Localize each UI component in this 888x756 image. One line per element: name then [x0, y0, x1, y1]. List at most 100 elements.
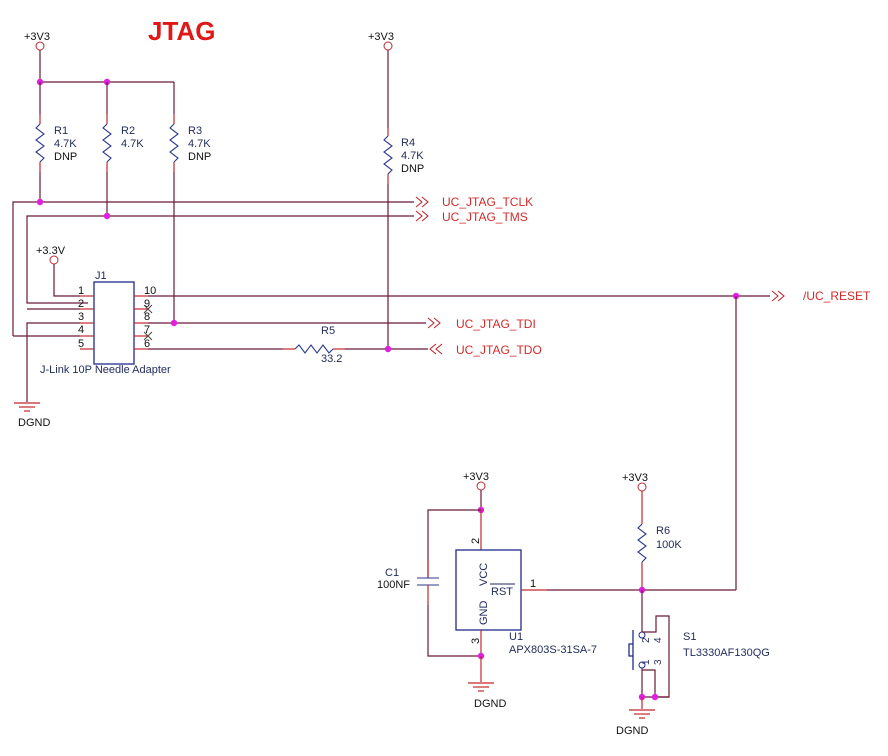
ic-u1: 2 VCC GND RST 1 3 U1 APX803S-31SA-7	[455, 538, 597, 656]
c1-value: 100NF	[377, 579, 410, 591]
switch-s1: 2 4 1 3 S1 TL3330AF130QG	[628, 615, 770, 701]
resistor-r5: R5 33.2	[294, 325, 342, 365]
net-arrow-icon	[771, 290, 779, 302]
u1-ref: U1	[509, 631, 523, 643]
net-reset: /UC_RESET	[148, 289, 871, 303]
no-connect-icon	[143, 304, 153, 314]
u1-part: APX803S-31SA-7	[509, 644, 597, 656]
net-label-tdo: UC_JTAG_TDO	[456, 343, 542, 357]
r4-note: DNP	[401, 163, 424, 175]
power-label: +3V3	[24, 31, 50, 43]
j1-pin-5: 5	[78, 338, 84, 350]
net-arrow-icon	[777, 290, 785, 302]
net-tms: UC_JTAG_TMS	[26, 210, 528, 304]
net-arrow-icon	[415, 196, 423, 208]
s1-pin-2: 2	[641, 637, 652, 643]
power-port-3v3-u1: +3V3	[463, 471, 489, 491]
r2-value: 4.7K	[121, 138, 144, 150]
u1-pin-vcc-label: VCC	[478, 563, 490, 586]
net-label-tms: UC_JTAG_TMS	[442, 210, 528, 224]
net-arrow-icon	[415, 210, 423, 222]
u1-pin-gnd-label: GND	[478, 601, 490, 626]
power-port-3v3-left: +3V3	[24, 31, 50, 51]
j1-ref: J1	[95, 270, 107, 282]
s1-pin-3: 3	[653, 659, 664, 665]
j1-pin-7: 7	[144, 324, 150, 336]
u1-pin-rst-number: 1	[530, 578, 536, 590]
junction-dot	[384, 345, 392, 353]
c1-ref: C1	[385, 567, 399, 579]
r4-value: 4.7K	[401, 150, 424, 162]
resistor-r4: R4 4.7K DNP	[383, 50, 424, 349]
ground-label: DGND	[474, 698, 506, 710]
r6-ref: R6	[656, 525, 670, 537]
r4-ref: R4	[401, 137, 415, 149]
j1-name: J-Link 10P Needle Adapter	[40, 364, 171, 376]
j1-pin-1: 1	[78, 285, 84, 297]
schematic-title: JTAG	[148, 16, 215, 46]
resistor-r2: R2 4.7K	[102, 82, 144, 216]
resistor-r1: R1 4.7K DNP	[35, 82, 77, 202]
junction-dot	[36, 198, 44, 206]
net-arrow-icon	[429, 343, 437, 355]
power-circle-icon	[49, 255, 59, 265]
r5-value: 33.2	[321, 353, 342, 365]
s1-ref: S1	[683, 631, 696, 643]
net-arrow-icon	[427, 317, 435, 329]
r6-value: 100K	[656, 539, 682, 551]
ground-symbol-u1: DGND	[468, 682, 506, 710]
ground-symbol-s1: DGND	[616, 709, 655, 737]
r1-value: 4.7K	[54, 138, 77, 150]
s1-pin-4: 4	[653, 637, 664, 643]
power-port-3v3-r6: +3V3	[622, 472, 648, 492]
s1-part: TL3330AF130QG	[683, 647, 770, 659]
net-label-tclk: UC_JTAG_TCLK	[442, 195, 533, 209]
ground-label: DGND	[18, 417, 50, 429]
power-circle-icon	[35, 41, 45, 51]
s1-pin-1: 1	[641, 659, 652, 665]
r3-note: DNP	[188, 151, 211, 163]
power-port-3v3-r4: +3V3	[368, 31, 394, 51]
r5-ref: R5	[321, 325, 335, 337]
net-tclk: UC_JTAG_TCLK	[12, 195, 533, 336]
resistor-r6: R6 100K	[637, 491, 682, 590]
power-label: +3V3	[368, 31, 394, 43]
connector-body	[93, 281, 135, 365]
net-arrow-icon	[421, 196, 429, 208]
power-circle-icon	[476, 481, 486, 491]
resistor-r3: R3 4.7K DNP	[169, 82, 211, 323]
j1-pin-6: 6	[144, 338, 150, 350]
r3-value: 4.7K	[188, 138, 211, 150]
net-label-tdi: UC_JTAG_TDI	[456, 317, 536, 331]
connector-j1: J1 1 2 3 4 5 10 9 8 7 6 J-Link 10P Needl…	[40, 270, 171, 376]
junction-dot	[170, 319, 178, 327]
capacitor-c1: C1 100NF	[377, 560, 481, 657]
junction-dot	[103, 212, 111, 220]
r1-note: DNP	[54, 151, 77, 163]
j1-pin-10: 10	[144, 285, 156, 297]
r2-ref: R2	[121, 125, 135, 137]
j1-pin-2: 2	[78, 298, 84, 310]
j1-pin-3: 3	[78, 311, 84, 323]
r1-ref: R1	[54, 125, 68, 137]
j1-pin-9: 9	[144, 298, 150, 310]
junction-dot	[651, 693, 659, 701]
net-label-reset: /UC_RESET	[803, 289, 871, 303]
power-label: +3.3V	[36, 245, 66, 257]
net-arrow-icon	[435, 343, 443, 355]
ground-symbol-j1: DGND	[14, 402, 50, 429]
power-label: +3V3	[463, 471, 489, 483]
net-arrow-icon	[421, 210, 429, 222]
j1-pin-4: 4	[78, 324, 84, 336]
net-arrow-icon	[433, 317, 441, 329]
power-circle-icon	[637, 482, 647, 492]
no-connect-icon	[143, 331, 153, 341]
power-label: +3V3	[622, 472, 648, 484]
j1-pin-8: 8	[144, 311, 150, 323]
net-tdo: R5 33.2 UC_JTAG_TDO	[148, 325, 542, 365]
u1-pin-vcc-number: 2	[470, 538, 482, 544]
u1-pin-rst-label: RST	[491, 586, 513, 598]
power-circle-icon	[383, 41, 393, 51]
net-tdi: UC_JTAG_TDI	[148, 317, 536, 331]
